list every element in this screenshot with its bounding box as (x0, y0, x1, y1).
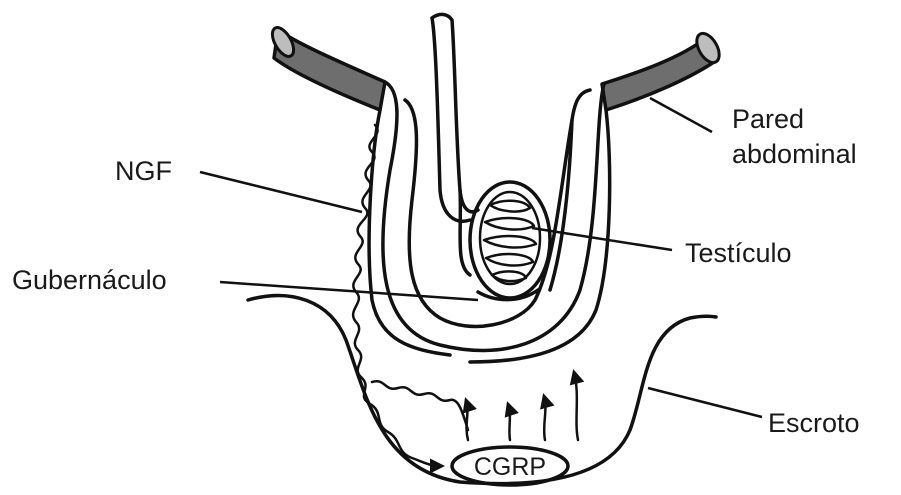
testiculo-label: Testículo (685, 238, 792, 268)
cgrp-arrow-1 (466, 400, 468, 440)
abdominal-wall-left-cap (268, 24, 298, 60)
testis-tubules (484, 201, 536, 281)
cgrp-arrow-4 (574, 372, 578, 440)
spermatic-cord (432, 14, 478, 221)
escroto-label: Escroto (768, 408, 860, 438)
pared-label-line2: abdominal (732, 139, 857, 169)
escroto-leader (648, 388, 762, 417)
cgrp-label: CGRP (474, 453, 546, 481)
gubernaculo-label: Gubernáculo (12, 265, 167, 295)
spermatic-cord-loop (460, 190, 470, 275)
cgrp-arrow-3 (544, 396, 545, 440)
pared-label-line1: Pared (732, 104, 804, 134)
pared-leader (650, 98, 712, 132)
ngf-leader (200, 172, 362, 212)
cgrp-arrow-2 (508, 404, 510, 440)
ngf-label: NGF (115, 156, 172, 186)
nerve-branch (372, 381, 468, 430)
